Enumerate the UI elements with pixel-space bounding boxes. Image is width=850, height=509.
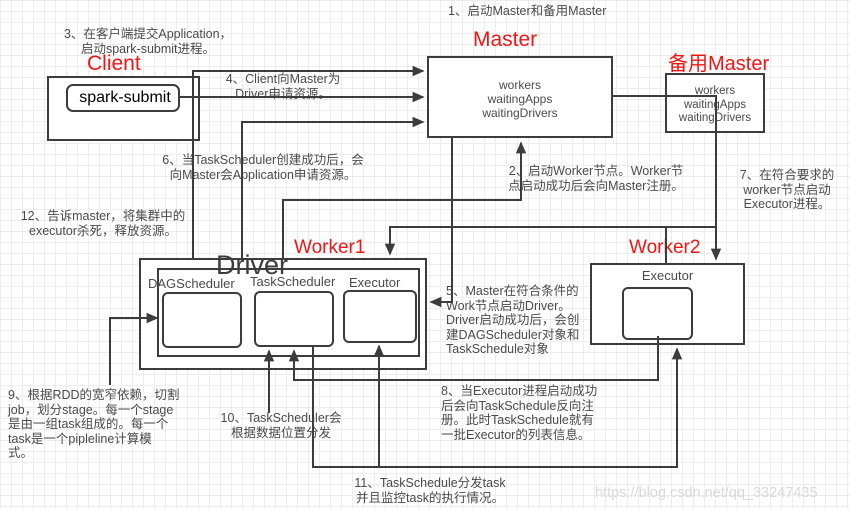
arrow-step5-master-to-worker1 bbox=[429, 138, 453, 308]
watermark: https://blog.csdn.net/qq_33247435 bbox=[595, 485, 818, 501]
backup-field-workers: workers bbox=[694, 85, 736, 97]
spark-submit-label: spark-submit bbox=[79, 89, 171, 106]
backup-field-waitingapps: waitingApps bbox=[683, 98, 746, 111]
annotation-step-4: 4、Client向Master为 Driver申请资源。 bbox=[225, 72, 341, 101]
spark-submit-box: spark-submit bbox=[66, 84, 180, 112]
worker1-executor-box bbox=[343, 290, 417, 343]
task-scheduler-label: TaskScheduler bbox=[250, 274, 336, 289]
client-title: Client bbox=[87, 52, 141, 75]
annotation-step-9: 9、根据RDD的宽窄依赖，切割 job，划分stage。每一个stage 是由一… bbox=[8, 388, 180, 460]
driver-title: Driver bbox=[216, 250, 288, 280]
annotation-step-12: 12、告诉master，将集群中的 executor杀死，释放资源。 bbox=[20, 209, 186, 238]
master-node-box bbox=[427, 56, 613, 138]
worker2-executor-box bbox=[622, 287, 693, 340]
annotation-step-3: 3、在客户端提交Application， 启动spark-submit进程。 bbox=[63, 27, 233, 56]
worker1-title: Worker1 bbox=[294, 237, 366, 258]
annotation-step-1: 1、启动Master和备用Master bbox=[448, 4, 607, 18]
worker2-executor-label: Executor bbox=[641, 268, 694, 283]
task-scheduler-box bbox=[254, 291, 334, 347]
annotation-step-11: 11、TaskSchedule分发task 并且监控task的执行情况。 bbox=[354, 476, 506, 505]
master-field-waitingapps: waitingApps bbox=[487, 92, 553, 106]
dag-scheduler-box bbox=[162, 292, 242, 348]
annotation-step-2: 2、启动Worker节点。Worker节 点启动成功后会向Master注册。 bbox=[508, 164, 684, 193]
dag-scheduler-label: DAGScheduler bbox=[148, 276, 235, 291]
master-field-waitingdrivers: waitingDrivers bbox=[482, 106, 558, 120]
annotation-step-5: 5、Master在符合条件的 Work节点启动Driver。 Driver启动成… bbox=[446, 284, 580, 356]
annotation-step-7: 7、在符合要求的 worker节点启动 Executor进程。 bbox=[739, 168, 835, 211]
master-field-workers: workers bbox=[498, 78, 541, 92]
annotation-step-6: 6、当TaskScheduler创建成功后，会 向Master会Applicat… bbox=[162, 153, 364, 182]
master-fields: workers waitingApps waitingDrivers bbox=[427, 78, 613, 120]
backup-master-fields: workers waitingApps waitingDrivers bbox=[665, 85, 765, 126]
backup-field-waitingdrivers: waitingDrivers bbox=[678, 112, 752, 124]
annotation-step-10: 10、TaskScheduler会 根据数据位置分发 bbox=[220, 411, 342, 440]
worker2-title: Worker2 bbox=[629, 237, 701, 258]
worker1-executor-label: Executor bbox=[349, 275, 401, 290]
annotation-step-8: 8、当Executor进程启动成功 后会向TaskSchedule反向注 册。此… bbox=[441, 384, 598, 442]
backup-master-title: 备用Master bbox=[668, 53, 770, 75]
master-title: Master bbox=[473, 28, 538, 51]
